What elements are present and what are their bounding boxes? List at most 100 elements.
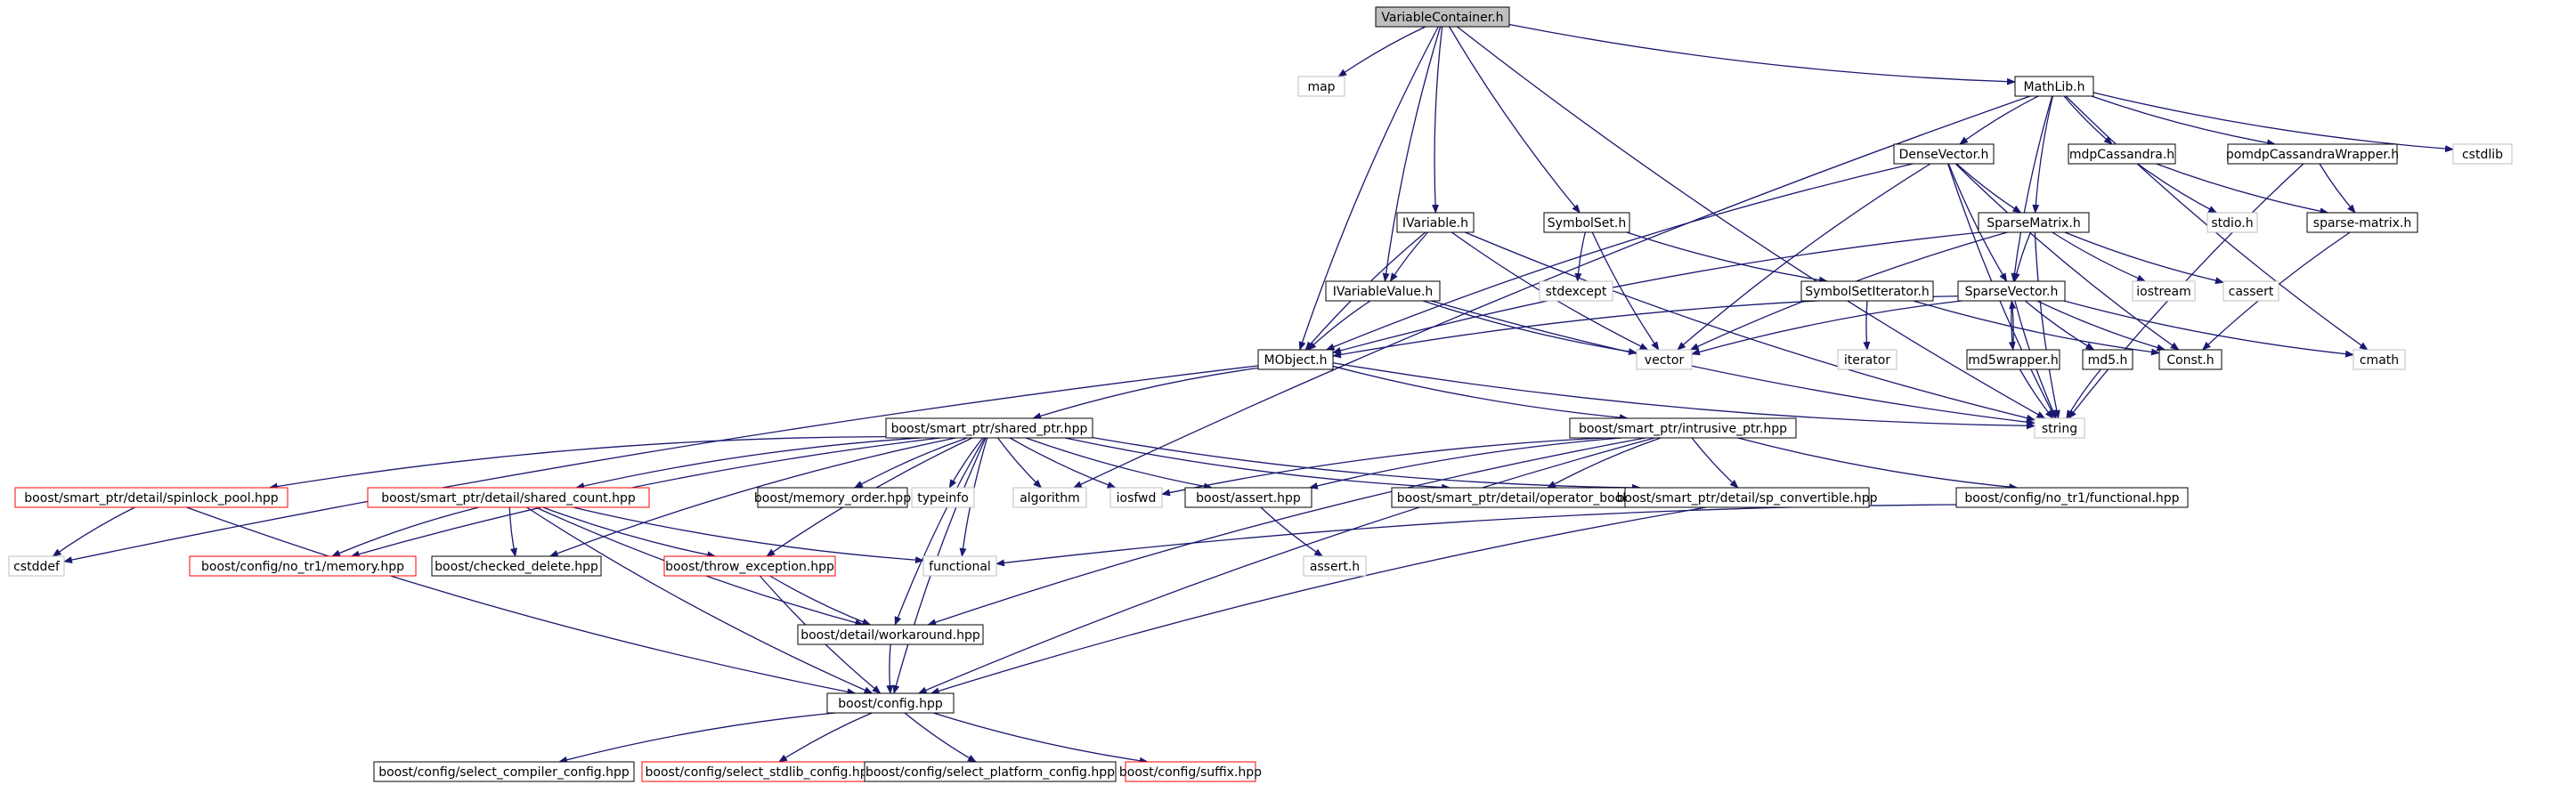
node-label-typeinfo: typeinfo bbox=[917, 491, 969, 506]
node-box-iosfwd bbox=[1109, 487, 1163, 508]
edge-intrusiveptr-to-opbool bbox=[1547, 437, 1662, 489]
node-sharedcount[interactable]: boost/smart_ptr/detail/shared_count.hpp bbox=[367, 487, 650, 508]
node-memorder[interactable]: boost/memory_order.hpp bbox=[754, 487, 911, 508]
node-label-symbolset: SymbolSet.h bbox=[1548, 216, 1626, 231]
node-label-spconv: boost/smart_ptr/detail/sp_convertible.hp… bbox=[1616, 491, 1877, 506]
edge-sharedcount-to-functional bbox=[573, 506, 924, 564]
node-box-const bbox=[2158, 349, 2223, 370]
node-const[interactable]: Const.h bbox=[2158, 349, 2223, 370]
edge-sparsematrix-to-mobject bbox=[1332, 231, 1981, 354]
edge-densevector-to-sparsevector bbox=[1947, 163, 2008, 282]
node-vc[interactable]: VariableContainer.h bbox=[1375, 6, 1510, 28]
node-selstdlib[interactable]: boost/config/select_stdlib_config.hpp bbox=[641, 761, 880, 782]
edge-sharedcount-to-notr1mem bbox=[331, 506, 480, 557]
node-config[interactable]: boost/config.hpp bbox=[826, 692, 955, 714]
node-box-cstddef bbox=[8, 555, 65, 577]
node-label-const: Const.h bbox=[2166, 353, 2214, 368]
node-bassert[interactable]: boost/assert.hpp bbox=[1184, 487, 1312, 508]
node-label-md5wrapper: md5wrapper.h bbox=[1968, 353, 2058, 368]
edge-vc-to-ivariable bbox=[1431, 26, 1443, 214]
edge-sharedptr-to-algorithm bbox=[997, 437, 1043, 489]
node-mdpcass[interactable]: mdpCassandra.h bbox=[2068, 143, 2176, 165]
node-iterator: iterator bbox=[1837, 349, 1897, 370]
node-sparsevector[interactable]: SparseVector.h bbox=[1957, 280, 2066, 302]
node-notr1mem[interactable]: boost/config/no_tr1/memory.hpp bbox=[189, 555, 417, 577]
node-label-sparsematrixhpp: sparse-matrix.h bbox=[2313, 216, 2411, 231]
edge-ivarvalue-to-vector bbox=[1422, 300, 1637, 355]
node-ivariable[interactable]: IVariable.h bbox=[1396, 212, 1475, 233]
edge-sharedptr-to-bassert bbox=[1025, 437, 1213, 490]
node-typeinfo: typeinfo bbox=[911, 487, 975, 508]
edge-mobject-to-intrusiveptr bbox=[1332, 365, 1629, 422]
node-box-config bbox=[826, 692, 955, 714]
node-box-algorithm bbox=[1012, 487, 1087, 508]
node-selcompiler[interactable]: boost/config/select_compiler_config.hpp bbox=[373, 761, 635, 782]
node-label-ivariable: IVariable.h bbox=[1402, 216, 1468, 231]
node-intrusiveptr[interactable]: boost/smart_ptr/intrusive_ptr.hpp bbox=[1569, 417, 1797, 439]
edge-symbolset-to-vector bbox=[1591, 231, 1660, 351]
node-box-mathlib bbox=[2014, 76, 2094, 97]
node-selplatform[interactable]: boost/config/select_platform_config.hpp bbox=[864, 761, 1117, 782]
node-throwexc[interactable]: boost/throw_exception.hpp bbox=[663, 555, 836, 577]
edge-bassert-to-asserth bbox=[1260, 506, 1323, 557]
node-ivarvalue[interactable]: IVariableValue.h bbox=[1325, 280, 1441, 302]
node-suffix[interactable]: boost/config/suffix.hpp bbox=[1119, 761, 1262, 782]
edge-sparsematrix-to-string bbox=[2034, 231, 2060, 419]
edge-vc-to-map bbox=[1337, 26, 1426, 77]
node-vector: vector bbox=[1636, 349, 1693, 370]
node-pomdpcass[interactable]: pomdpCassandraWrapper.h bbox=[2226, 143, 2399, 165]
node-string: string bbox=[2034, 417, 2085, 439]
edge-ivariable-to-string bbox=[1465, 231, 2036, 422]
node-sharedptr[interactable]: boost/smart_ptr/shared_ptr.hpp bbox=[885, 417, 1093, 439]
node-notr1func[interactable]: boost/config/no_tr1/functional.hpp bbox=[1955, 487, 2189, 508]
edge-config-to-selplatform bbox=[904, 712, 977, 763]
edge-sparsevector-to-md5 bbox=[2025, 300, 2095, 351]
node-label-algorithm: algorithm bbox=[1020, 491, 1080, 506]
node-box-densevector bbox=[1893, 143, 1995, 165]
node-symsetiter[interactable]: SymbolSetIterator.h bbox=[1800, 280, 1934, 302]
node-sparsematrixhpp[interactable]: sparse-matrix.h bbox=[2306, 212, 2418, 233]
node-checkeddel[interactable]: boost/checked_delete.hpp bbox=[431, 555, 602, 577]
node-spconv[interactable]: boost/smart_ptr/detail/sp_convertible.hp… bbox=[1616, 487, 1878, 508]
node-label-iosfwd: iosfwd bbox=[1117, 491, 1157, 506]
node-label-string: string bbox=[2042, 422, 2077, 436]
edge-sharedptr-to-memorder bbox=[853, 437, 968, 489]
node-label-notr1mem: boost/config/no_tr1/memory.hpp bbox=[201, 560, 404, 574]
node-label-cassert: cassert bbox=[2229, 285, 2274, 299]
node-box-notr1mem bbox=[189, 555, 417, 577]
node-label-opbool: boost/smart_ptr/detail/operator_bool.hpp bbox=[1397, 491, 1654, 506]
node-box-pomdpcass bbox=[2227, 143, 2398, 165]
edge-sparsevector-to-const bbox=[2036, 300, 2166, 352]
node-md5[interactable]: md5.h bbox=[2082, 349, 2133, 370]
edge-md5wrapper-to-string bbox=[2019, 368, 2054, 419]
edge-densevector-to-vector bbox=[1677, 163, 1931, 351]
node-workaround[interactable]: boost/detail/workaround.hpp bbox=[797, 624, 984, 645]
node-mobject[interactable]: MObject.h bbox=[1257, 349, 1334, 370]
node-box-selcompiler bbox=[373, 761, 635, 782]
edge-symsetiter-to-const bbox=[1913, 300, 2160, 356]
node-densevector[interactable]: DenseVector.h bbox=[1893, 143, 1995, 165]
node-box-mobject bbox=[1257, 349, 1334, 370]
node-box-selplatform bbox=[864, 761, 1117, 782]
edge-intrusiveptr-to-notr1func bbox=[1737, 437, 2019, 491]
node-md5wrapper[interactable]: md5wrapper.h bbox=[1966, 349, 2060, 370]
edge-mobject-to-sharedptr bbox=[1032, 367, 1259, 420]
node-box-ivariable bbox=[1396, 212, 1475, 233]
edge-mobject-to-string bbox=[1332, 362, 2036, 430]
edge-layer bbox=[52, 23, 2454, 765]
edge-mathlib-to-cstdlib bbox=[2092, 92, 2454, 153]
node-label-vector: vector bbox=[1645, 353, 1685, 368]
node-label-stdio: stdio.h bbox=[2211, 216, 2253, 231]
node-spinlock[interactable]: boost/smart_ptr/detail/spinlock_pool.hpp bbox=[14, 487, 288, 508]
node-label-ivarvalue: IVariableValue.h bbox=[1333, 285, 1434, 299]
node-sparsematrix[interactable]: SparseMatrix.h bbox=[1978, 212, 2090, 233]
edge-sharedcount-to-throwexc bbox=[542, 506, 717, 559]
node-label-sparsematrix: SparseMatrix.h bbox=[1987, 216, 2080, 231]
node-map: map bbox=[1297, 76, 1345, 97]
node-label-iostream: iostream bbox=[2136, 285, 2191, 299]
node-mathlib[interactable]: MathLib.h bbox=[2014, 76, 2094, 97]
edge-symsetiter-to-iterator bbox=[1863, 300, 1871, 351]
node-box-throwexc bbox=[663, 555, 836, 577]
edge-sparsevector-to-vector bbox=[1691, 300, 1962, 356]
node-symbolset[interactable]: SymbolSet.h bbox=[1543, 212, 1630, 233]
